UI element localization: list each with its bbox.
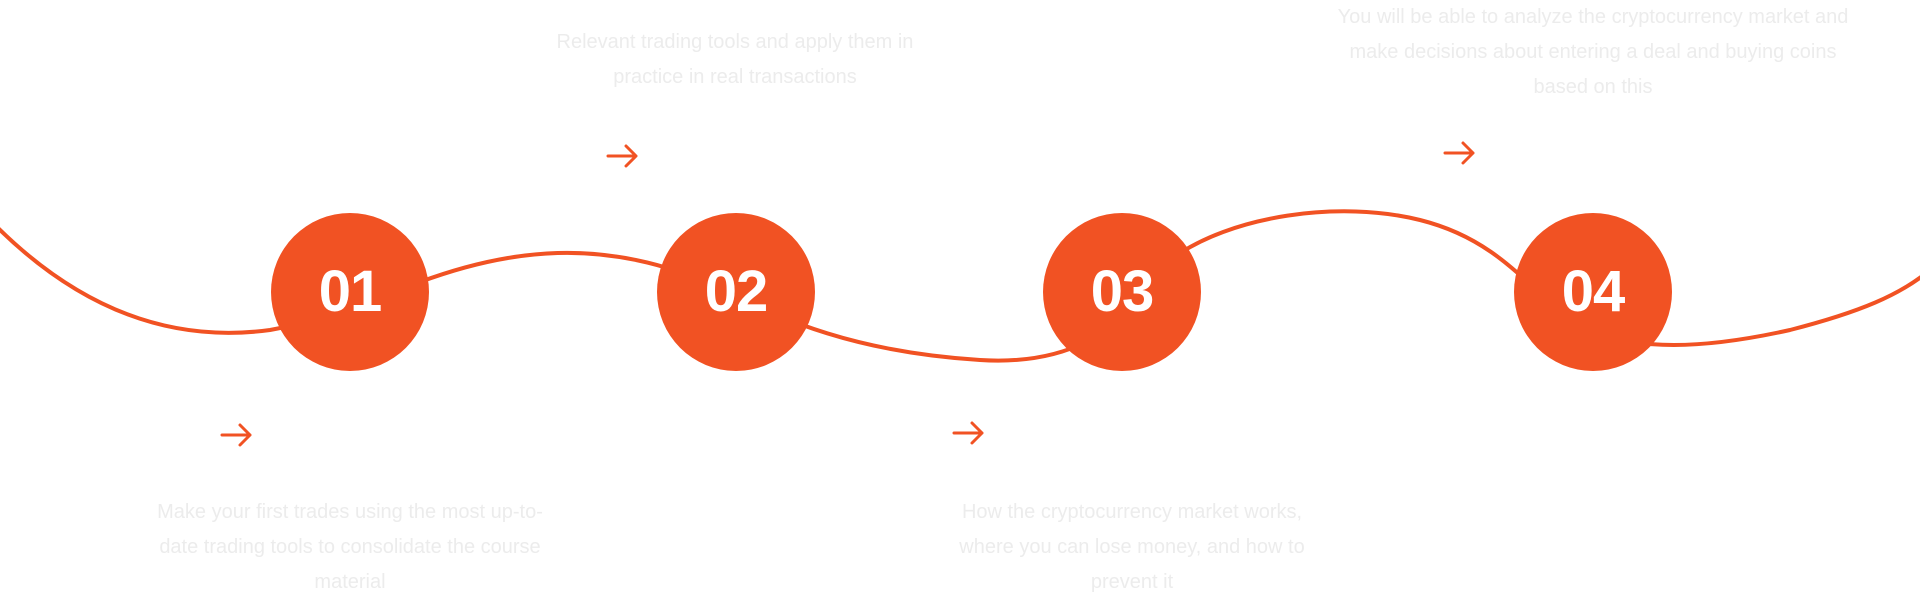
step-02-description: Relevant trading tools and apply them in…: [556, 31, 914, 88]
step-01-description: Make your first trades using the most up…: [157, 501, 543, 593]
step-02-number: 02: [704, 259, 769, 324]
step-01-circle: 01: [271, 213, 429, 371]
step-02-circle: 02: [657, 213, 815, 371]
step-04-description: You will be able to analyze the cryptocu…: [1337, 6, 1849, 98]
step-03-number: 03: [1090, 259, 1155, 324]
arrow-right-icon: [606, 141, 640, 171]
step-03-description: How the cryptocurrency market works, whe…: [959, 501, 1305, 593]
step-04-circle: 04: [1514, 213, 1672, 371]
arrow-right-icon: [952, 418, 986, 448]
step-04-number: 04: [1561, 259, 1626, 324]
step-03-circle: 03: [1043, 213, 1201, 371]
step-01-number: 01: [318, 259, 383, 324]
arrow-right-icon: [220, 420, 254, 450]
arrow-right-icon: [1443, 138, 1477, 168]
